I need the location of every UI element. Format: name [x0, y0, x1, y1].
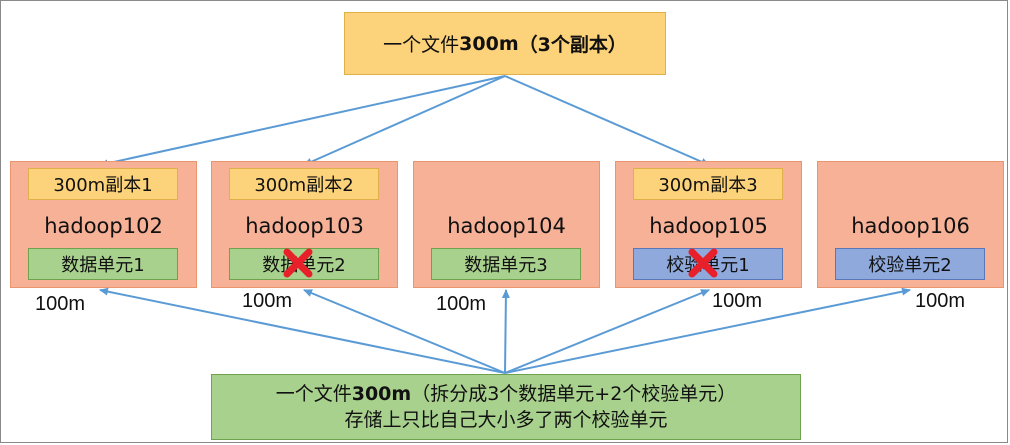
replica-badge: 300m副本2 [229, 168, 379, 200]
replica-badge: 300m副本1 [28, 168, 178, 200]
size-label: 100m [915, 290, 966, 312]
bottom-line-2: 存储上只比自己大小多了两个校验单元 [344, 409, 668, 431]
bottom-line-1: 一个文件300m（拆分成3个数据单元+2个校验单元） [276, 381, 737, 407]
bottom-file-size: 300m [351, 383, 412, 405]
data-unit: 数据单元1 [28, 248, 178, 280]
data-unit: 数据单元3 [431, 248, 581, 280]
top-file-size: 300m [459, 32, 519, 55]
node-hostname: hadoop104 [447, 214, 566, 238]
failed-x-icon [283, 248, 313, 278]
node-hadoop102: 300m副本1 hadoop102 数据单元1 [10, 161, 197, 288]
size-label: 100m [242, 290, 293, 312]
replica-badge: 300m副本3 [633, 168, 783, 200]
node-hostname: hadoop106 [851, 214, 970, 238]
bottom-file-prefix: 一个文件 [275, 383, 352, 405]
bottom-file-suffix: （拆分成3个数据单元+2个校验单元） [411, 383, 737, 405]
check-unit: 校验单元2 [835, 248, 985, 280]
node-hadoop104: hadoop104 数据单元3 [413, 161, 600, 288]
node-hadoop106: hadoop106 校验单元2 [817, 161, 1004, 288]
erasure-coded-file-box: 一个文件300m（拆分成3个数据单元+2个校验单元） 存储上只比自己大小多了两个… [211, 374, 801, 440]
top-file-prefix: 一个文件 [383, 34, 460, 56]
node-hadoop103: 300m副本2 hadoop103 数据单元2 [211, 161, 398, 288]
top-file-suffix: （3个副本） [518, 34, 627, 56]
size-label: 100m [436, 293, 487, 315]
failed-x-icon [688, 248, 718, 278]
node-hostname: hadoop102 [44, 214, 163, 238]
node-hostname: hadoop103 [245, 214, 364, 238]
size-label: 100m [712, 290, 763, 312]
node-hostname: hadoop105 [649, 214, 768, 238]
size-label: 100m [35, 293, 86, 315]
